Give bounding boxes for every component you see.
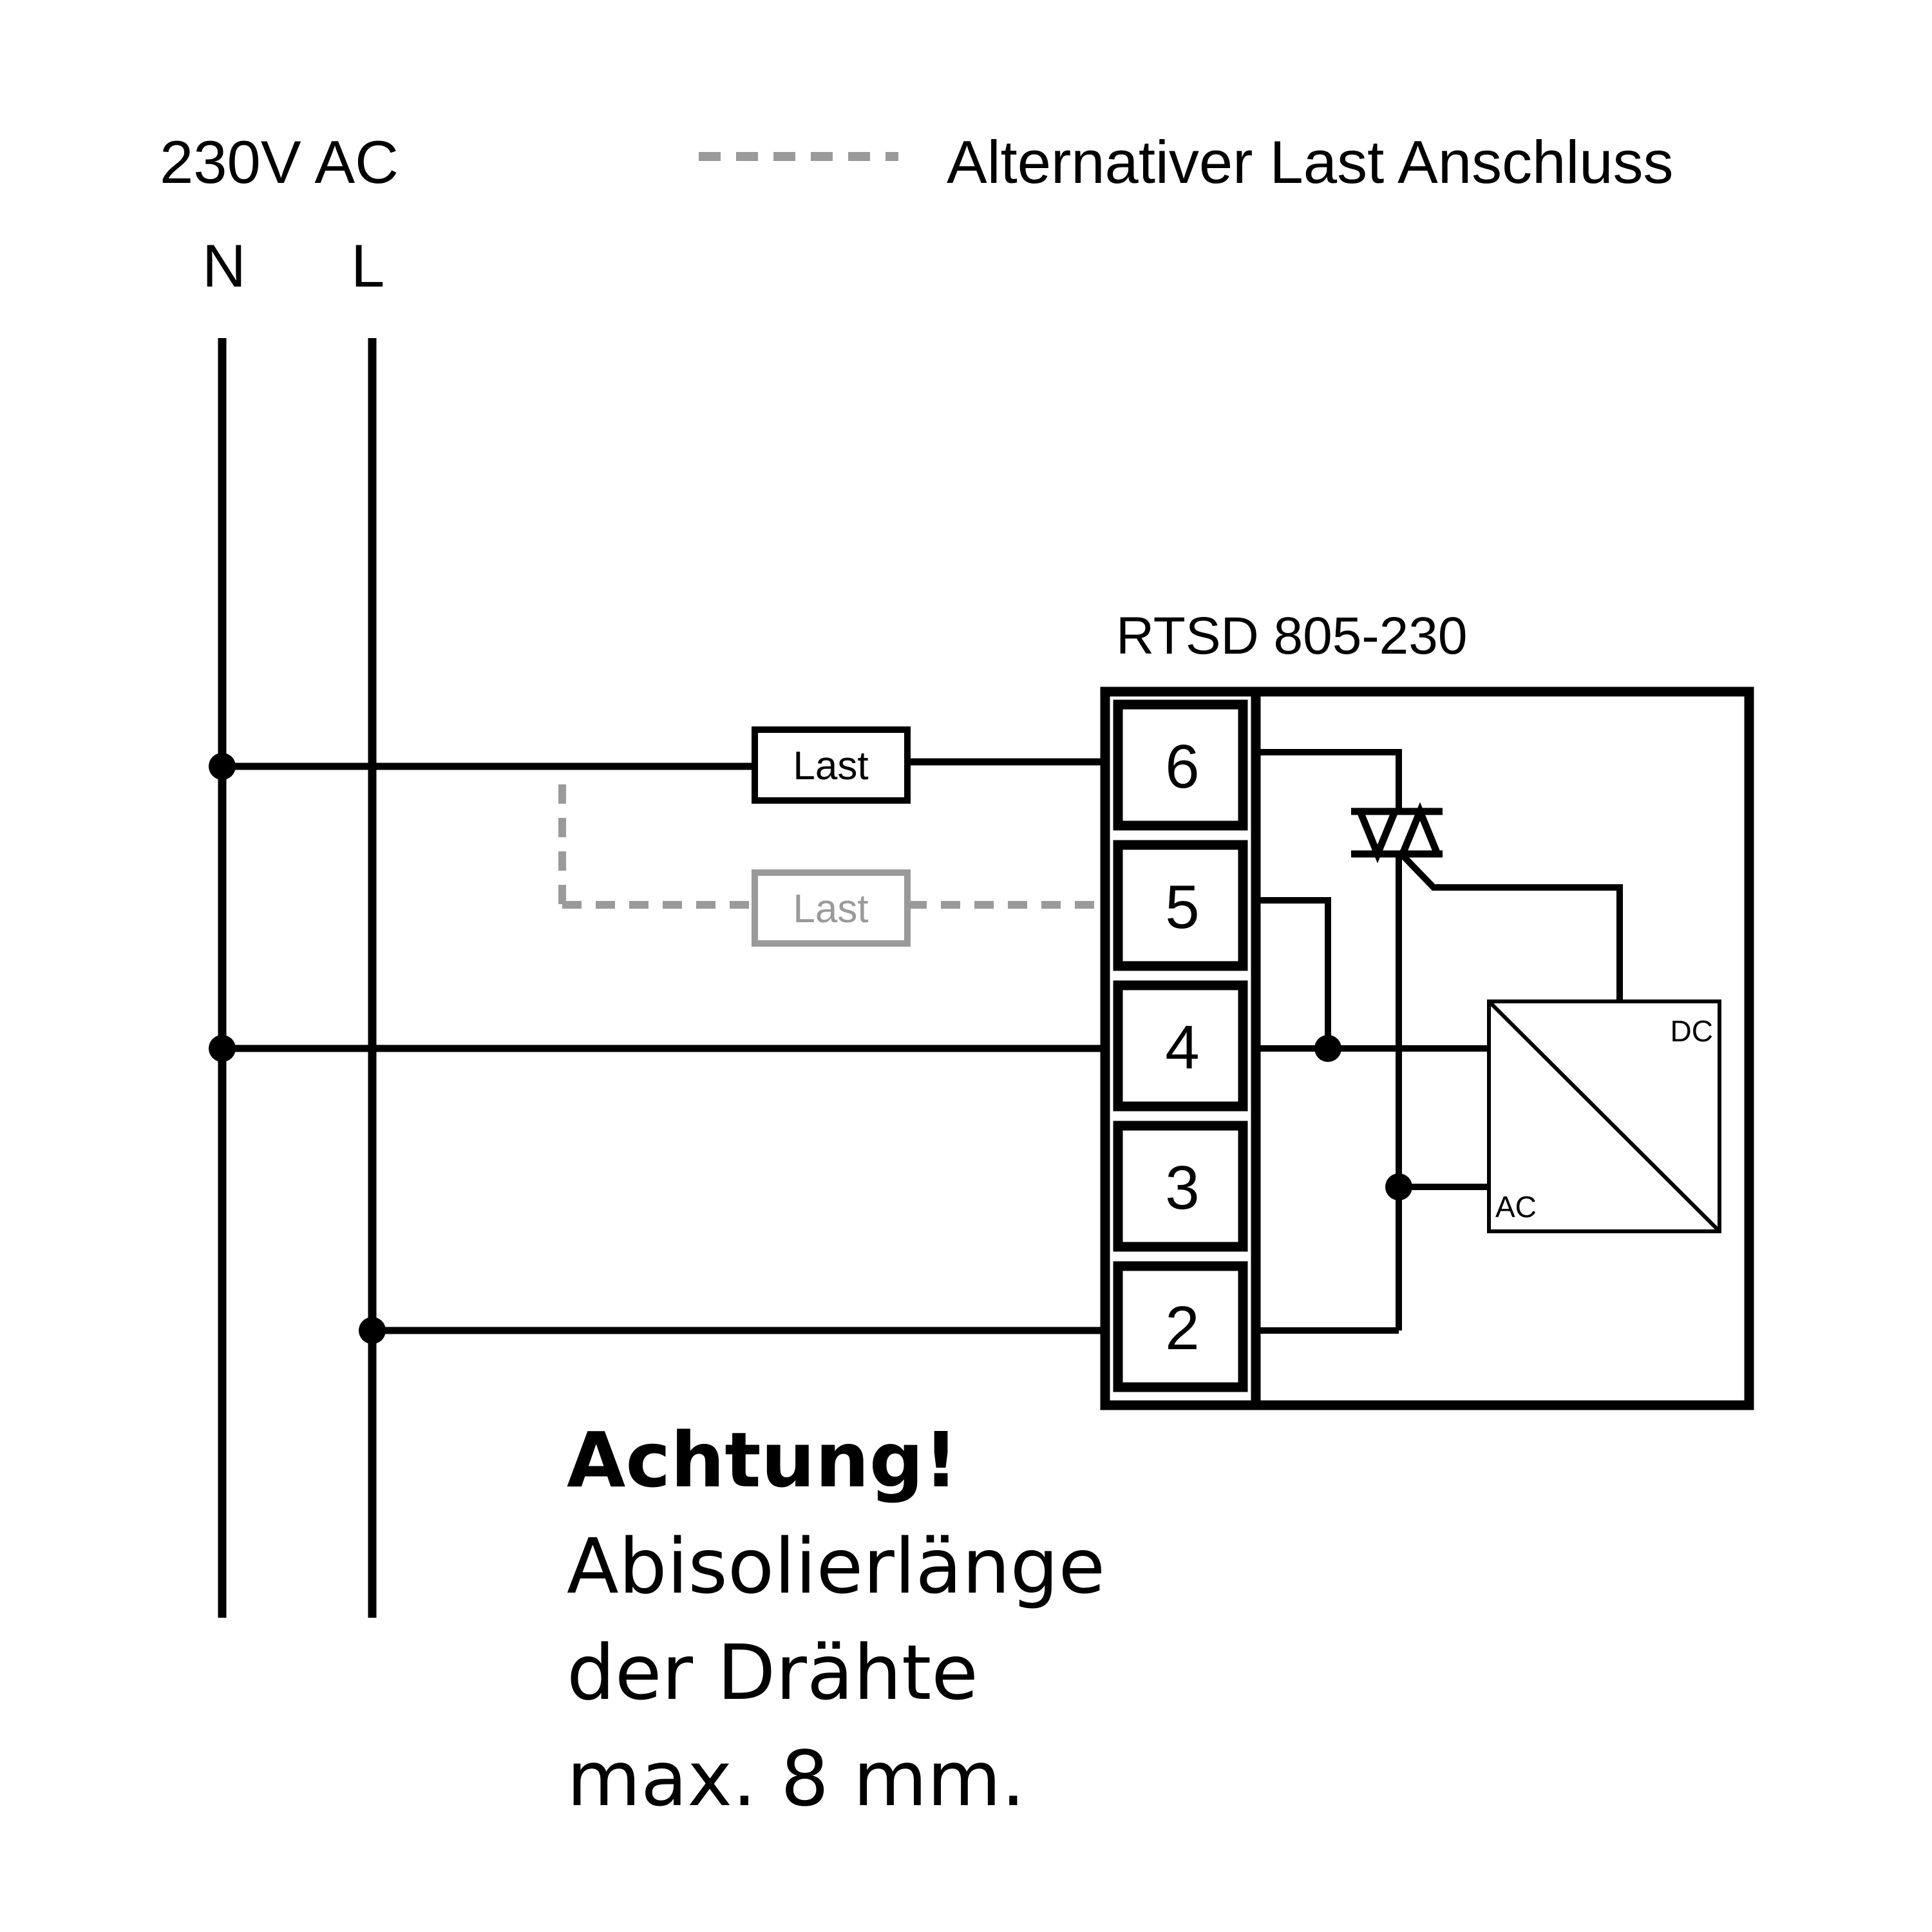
warning-note: Achtung! Abisolierlänge der Drähte max. … [567,1407,1105,1832]
supply-voltage-label: 230V AC [160,128,399,196]
neutral-label: N [202,232,246,299]
terminal-3 [1113,1121,1248,1252]
terminal-block: 6 5 4 3 2 [1113,699,1248,1392]
terminal-6 [1113,699,1248,831]
terminal-3-number: 3 [1165,1153,1199,1222]
junction-internal-4 [1314,1035,1341,1062]
legend-alternative-label: Alternativer Last Anschluss [947,128,1674,196]
device-name: RTSD 805-230 [1116,607,1467,665]
junction-internal-ac [1385,1173,1412,1200]
converter-ac-label: AC [1495,1190,1537,1224]
internal-wire-terminal-5 [1256,897,1331,1048]
internal-wire-terminal-6 [1256,749,1402,811]
ac-dc-converter-icon [1487,999,1721,1233]
internal-circuit [1256,749,1623,1334]
warning-line-3: max. 8 mm. [567,1734,1026,1823]
terminal-4-number: 4 [1165,1013,1199,1082]
junction-line-terminal-2 [359,1317,386,1344]
warning-line-2: der Drähte [567,1628,978,1717]
converter-dc-label: DC [1671,1014,1713,1048]
load-label: Last [793,744,868,788]
terminal-2 [1113,1261,1248,1392]
terminal-4 [1113,980,1248,1112]
warning-title: Achtung! [567,1416,958,1504]
terminal-2-number: 2 [1165,1294,1199,1363]
alt-load-label: Last [793,887,868,931]
terminal-5-number: 5 [1165,873,1199,942]
line-label: L [351,232,384,299]
internal-wire-gate [1396,849,1623,1001]
terminal-6-number: 6 [1165,732,1199,801]
warning-line-1: Abisolierlänge [567,1522,1106,1611]
triac-icon [1351,802,1443,864]
junction-neutral-terminal-4 [209,1035,236,1062]
terminal-5 [1113,840,1248,971]
junction-neutral-load [209,753,236,780]
device-housing [1100,687,1754,1410]
